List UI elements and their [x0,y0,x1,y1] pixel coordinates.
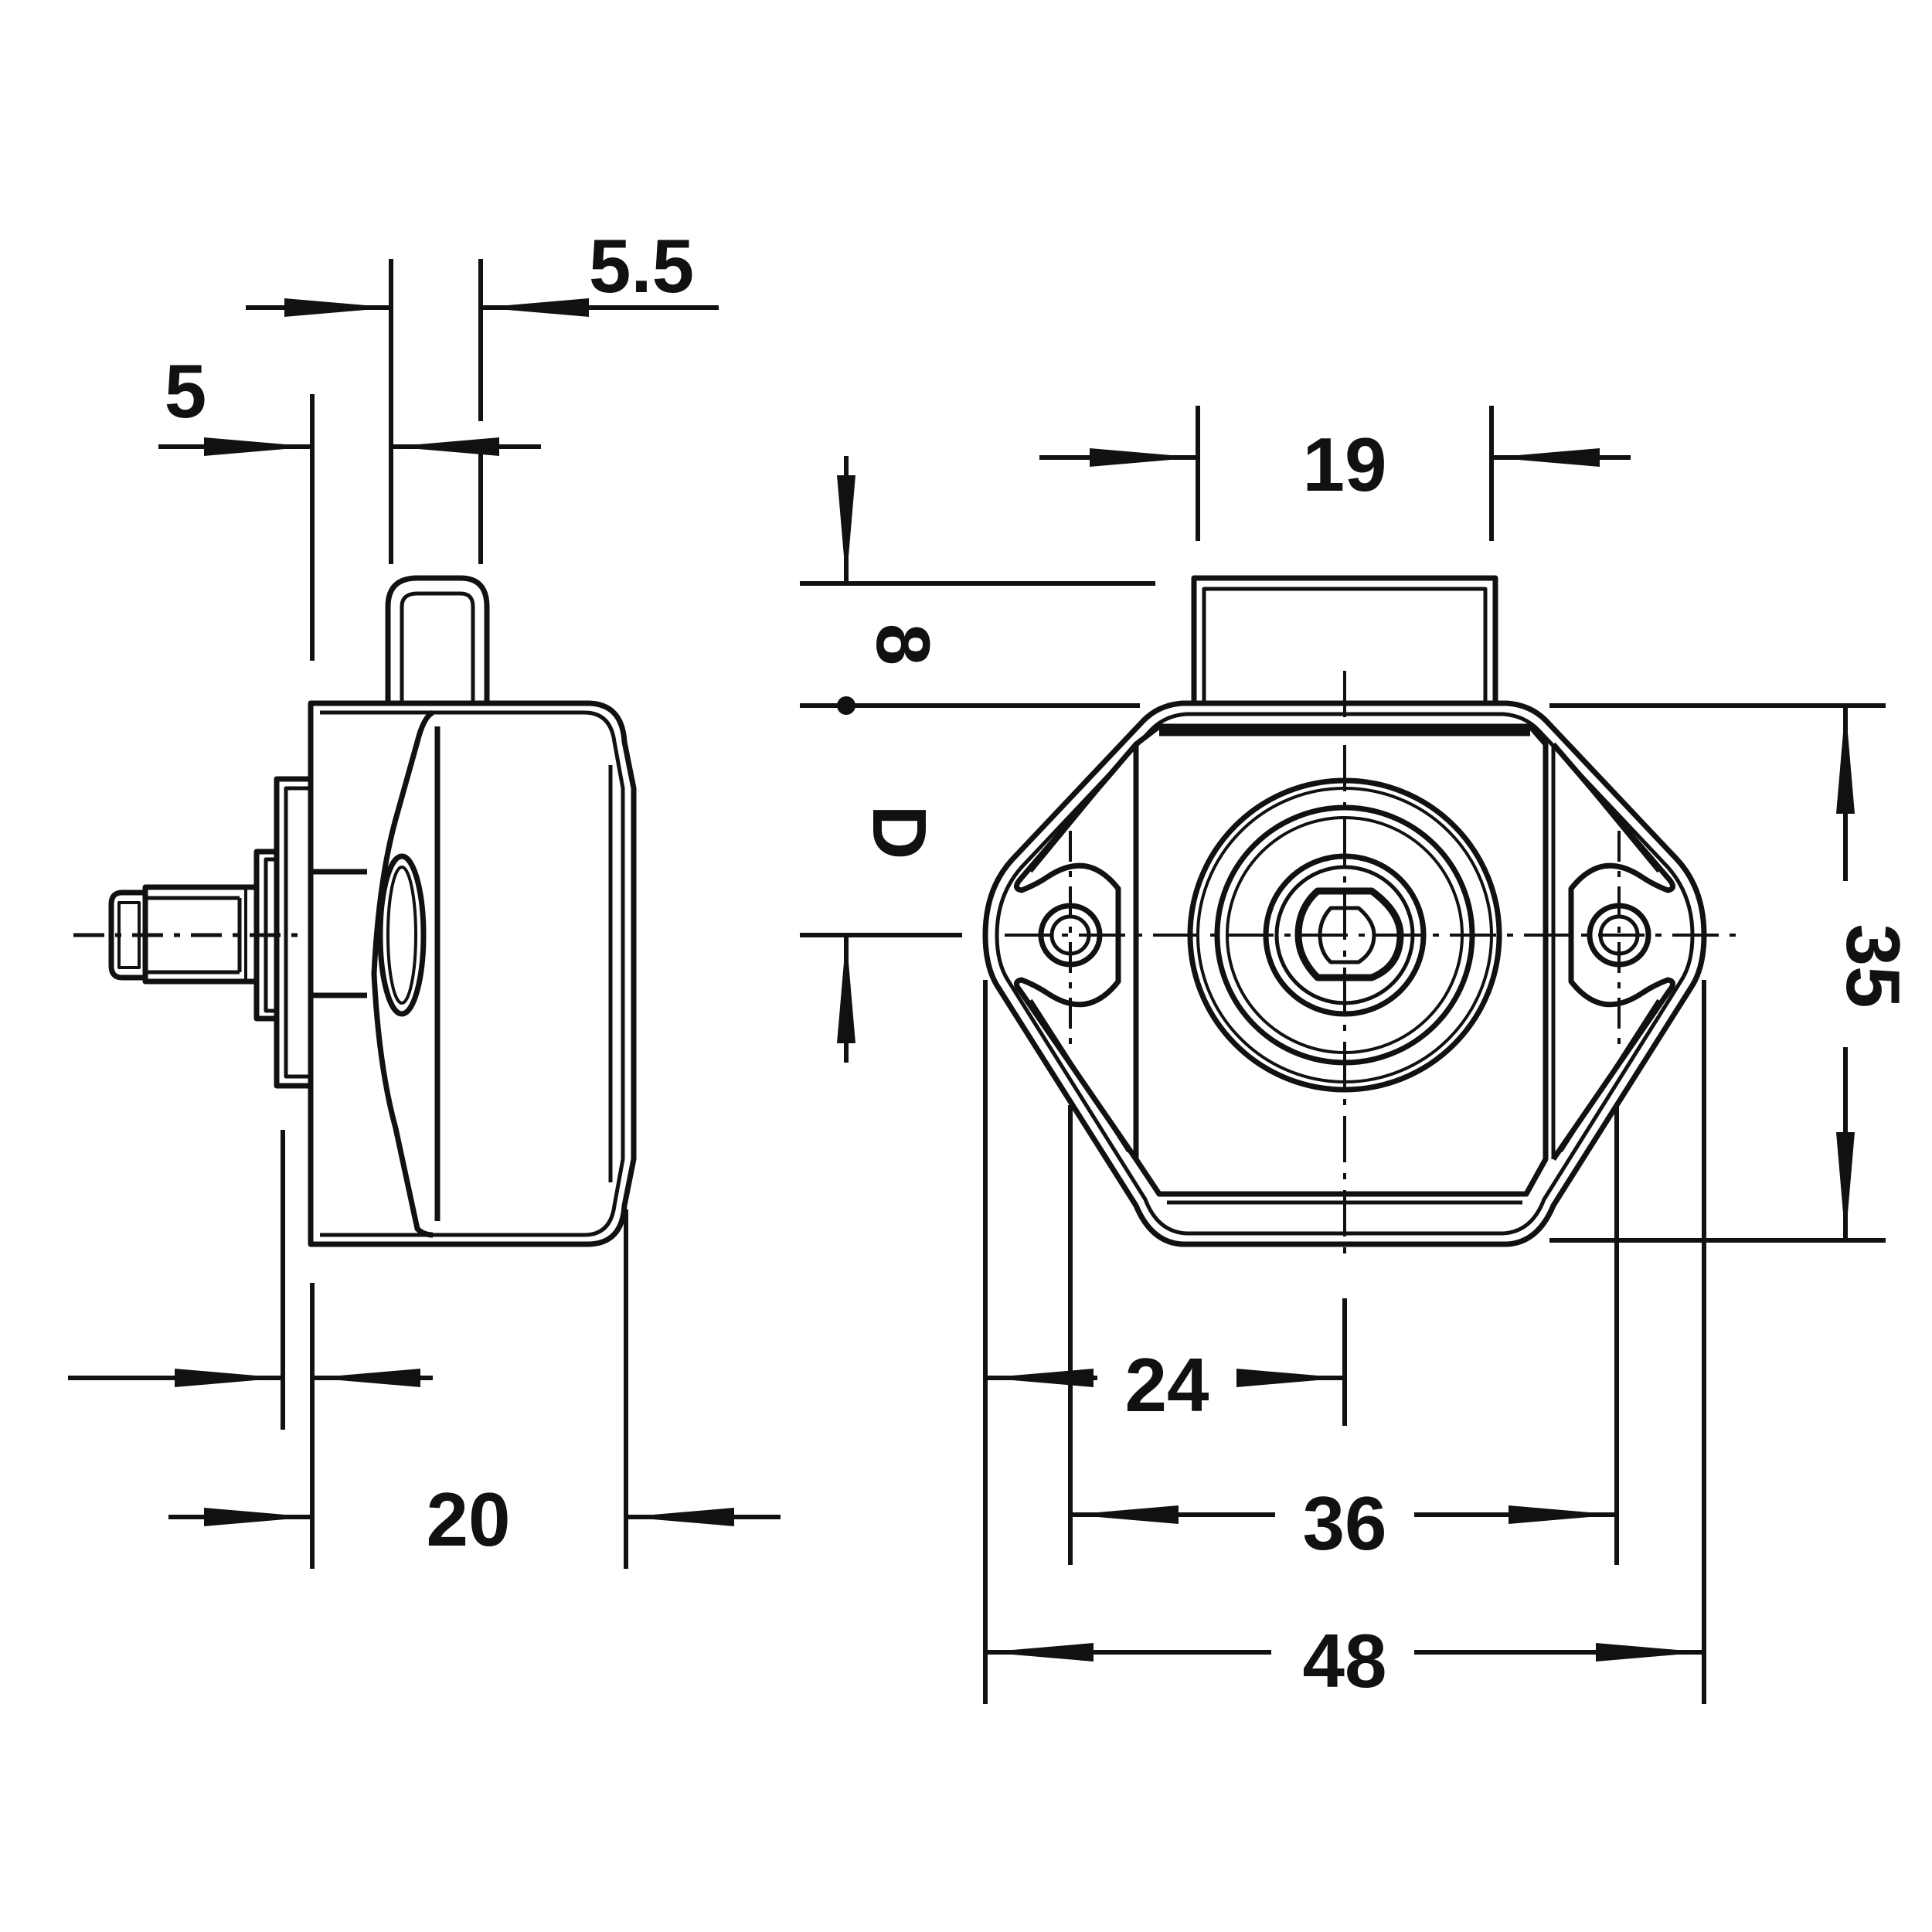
dim-19 [1039,406,1631,541]
dim-label-19: 19 [1302,422,1386,507]
d-cam [1294,887,1404,981]
dim-label-D: D [857,805,942,860]
latch-tongue [385,575,490,703]
dim-8 [800,456,1155,708]
front-housing-outer [982,700,1707,1247]
dim-label-5: 5 [165,349,207,434]
dim-label-36: 36 [1302,1481,1386,1566]
dim-5 [158,394,541,661]
dim-label-24: 24 [1124,1342,1209,1427]
spindle-tip [108,889,148,981]
dim-label-48: 48 [1302,1618,1386,1703]
latch-tongue-inner [400,591,475,703]
dim-label-5-5: 5.5 [589,223,694,308]
dim-label-35: 35 [1831,923,1916,1008]
front-centerlines [1005,671,1747,1260]
front-housing-inner-rim [995,712,1695,1236]
dim-35 [1549,703,1886,1243]
dim-D [800,933,962,1063]
dim-5-5 [246,259,719,564]
dim-36 [1070,1105,1619,1565]
side-view [108,575,637,1247]
dim-label-20: 20 [426,1477,510,1562]
oval-slot [377,853,427,1017]
dim-20 [68,1130,781,1569]
front-latch-block [1191,575,1498,702]
side-housing-inner [320,710,625,1237]
mounting-flange [274,776,311,1089]
button-face-curve [371,709,434,1238]
dim-label-8: 8 [861,624,946,666]
right-mounting-ear [1551,742,1675,1161]
dim-24 [983,980,1347,1704]
side-housing [308,700,637,1247]
dim-48 [985,980,1706,1704]
